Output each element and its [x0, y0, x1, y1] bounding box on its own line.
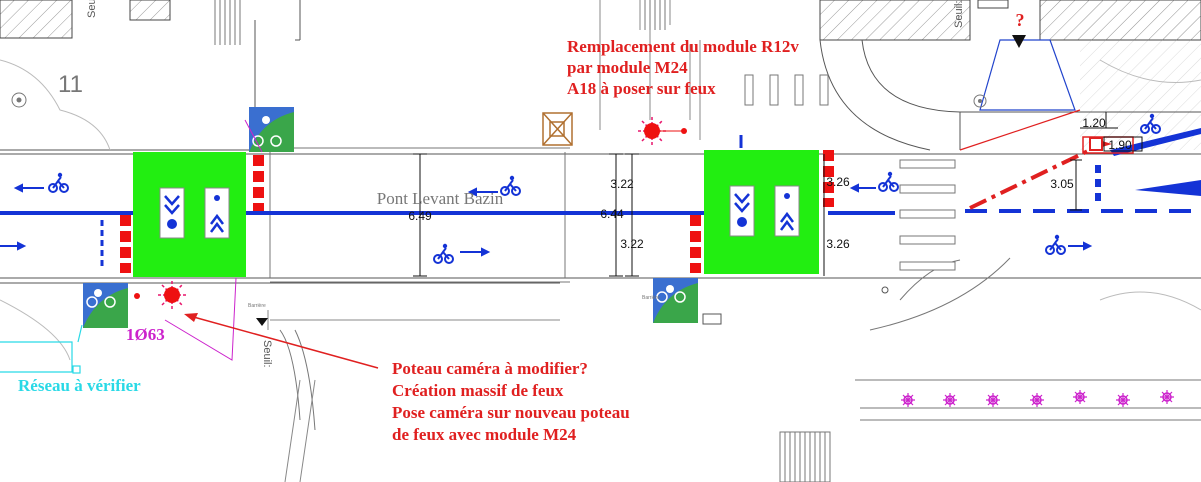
dim-left-top: 3.22 [610, 177, 634, 191]
pole-id: 1Ø63 [126, 325, 165, 344]
building-blocks [0, 0, 1201, 150]
bicycle-icon [48, 171, 69, 193]
greenway-sign-icon [249, 107, 294, 152]
blue-edge-marks [100, 135, 1101, 270]
annotation-line: Pose caméra sur nouveau poteau [392, 403, 630, 422]
bicycle-icon [1045, 233, 1066, 255]
annotation-line: de feux avec module M24 [392, 425, 577, 444]
lane-sign-ped-right [774, 185, 800, 237]
dim-left-total: 6.49 [408, 209, 432, 223]
bike-lane-centerline [0, 209, 1201, 215]
bicycle-icon [433, 242, 454, 264]
annotation-line: par module M24 [567, 58, 688, 77]
lane-sign-ped-left [204, 187, 230, 239]
lane-sign-cycle-left [159, 187, 185, 239]
bicycle-icon [500, 174, 521, 196]
threshold-label-left: Seuil: [86, 0, 98, 18]
annotation-line: Remplacement du module R12v [567, 37, 799, 56]
dim-box-a: 1.20 [1082, 116, 1106, 130]
dim-mid-total: 6.44 [600, 207, 624, 221]
stairs [214, 0, 831, 482]
network-annotation: Réseau à vérifier [18, 376, 141, 395]
greenway-sign-icon [83, 283, 128, 328]
threshold-label: Seuil: [261, 340, 273, 368]
dim-right-bottom: 3.26 [826, 237, 850, 251]
annotation-line: A18 à poser sur feux [567, 79, 716, 98]
threshold-label-top: Seuil: [953, 0, 965, 28]
dimension-lines [413, 112, 1118, 277]
signal-zone-right [704, 150, 819, 274]
crosswalk-top [744, 74, 829, 106]
network-line [0, 324, 83, 374]
barrier-label-right: Barrière [642, 295, 660, 301]
bridge-name: Pont Levant Bazin [377, 189, 504, 208]
annotation-top-right: Remplacement du module R12v par module M… [567, 36, 799, 99]
dim-box-b: 1.90 [1108, 138, 1132, 152]
question-mark: ? [1016, 10, 1025, 30]
dim-left-bottom: 3.22 [620, 237, 644, 251]
cable-routes [164, 119, 263, 361]
dim-right-top: 3.26 [826, 175, 850, 189]
crosswalk-right [899, 159, 956, 271]
direction-arrows [0, 183, 1093, 257]
lot-number: 11 [58, 71, 83, 98]
annotation-bottom-center: Poteau caméra à modifier? Création massi… [392, 358, 630, 446]
planting-row [900, 389, 1175, 408]
lane-sign-cycle-right [729, 185, 755, 237]
dim-right-side: 3.05 [1050, 177, 1074, 191]
stop-marks [120, 150, 834, 273]
annotation-line: Création massif de feux [392, 381, 564, 400]
north-arrow-icon [1012, 35, 1026, 48]
greenway-sign-icon [653, 278, 698, 323]
annotation-line: Poteau caméra à modifier? [392, 359, 588, 378]
camera-icon [158, 281, 186, 309]
barrier-label: Barrière [248, 303, 266, 309]
bicycle-icon [878, 170, 899, 192]
cabinet-box-icon [542, 112, 573, 146]
leader-arrow [184, 313, 379, 369]
camera-icon [638, 117, 666, 145]
blue-funnel [979, 39, 1076, 111]
